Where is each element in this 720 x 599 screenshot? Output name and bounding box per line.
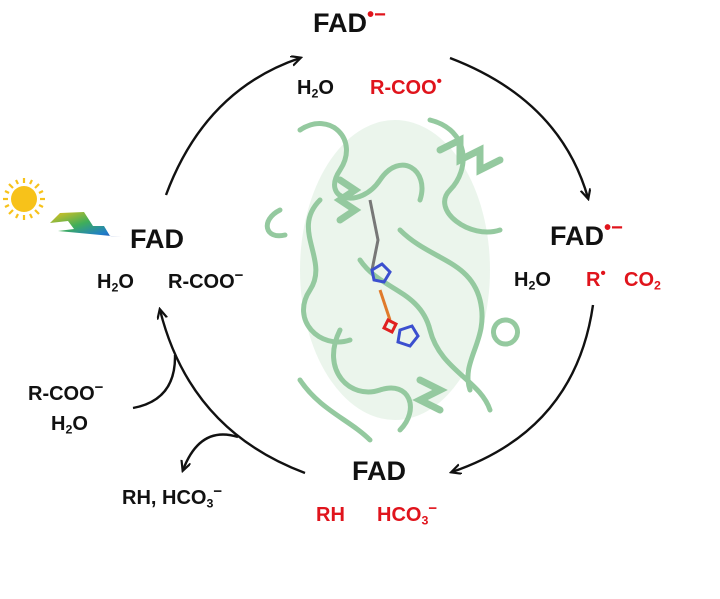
top-water: H2O: [297, 77, 334, 101]
fad-semiquinone-top: FAD•−: [313, 3, 386, 38]
left-water: H2O: [97, 271, 134, 295]
arrow-bottom-to-left: [160, 310, 306, 475]
arrow-substrate-input: [132, 354, 177, 410]
right-water: H2O: [514, 269, 551, 293]
right-co2: CO2: [624, 269, 661, 293]
left-carboxylate: R-COO−: [168, 266, 244, 293]
fad-left: FAD: [130, 224, 184, 254]
input-water: H2O: [51, 413, 88, 437]
light-bolt-icon: [50, 212, 122, 237]
arrow-product-output: [183, 433, 239, 470]
arrow-right-to-bottom: [452, 304, 595, 472]
arrow-left-to-top: [164, 58, 300, 196]
bottom-alkane: RH: [316, 504, 345, 526]
fad-cofactor: [368, 199, 420, 348]
fad-bottom: FAD: [352, 456, 406, 486]
input-carboxylate: R-COO−: [28, 378, 104, 405]
protein-structure: [265, 117, 520, 443]
sun-icon: [3, 178, 45, 220]
right-alkyl-radical: R•: [586, 264, 606, 291]
top-carboxyl-radical: R-COO•: [370, 72, 442, 99]
arrow-top-to-right: [449, 56, 588, 198]
bottom-bicarbonate: HCO3−: [377, 499, 438, 528]
fad-semiquinone-right: FAD•−: [550, 216, 623, 251]
output-products: RH, HCO3−: [122, 482, 223, 511]
